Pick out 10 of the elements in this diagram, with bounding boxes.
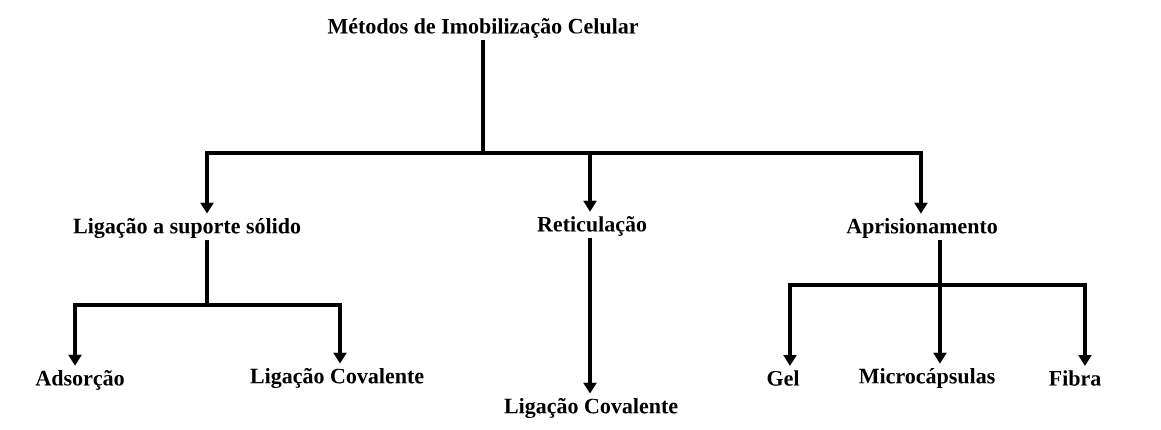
category-label: Ligação a suporte sólido (73, 217, 301, 239)
category-label: Gel (767, 370, 800, 386)
heading-label: Métodos de Imobilização Celular (327, 18, 639, 38)
category-label: Ligação Covalente (250, 367, 424, 389)
category-label: Microcápsulas (859, 368, 995, 388)
category-label: Fibra (1049, 370, 1101, 386)
category-label: Reticulação (537, 216, 647, 236)
category-label: Ligação Covalente (504, 397, 678, 419)
category-label: Aprisionamento (846, 218, 997, 238)
category-label: Adsorção (35, 370, 124, 390)
